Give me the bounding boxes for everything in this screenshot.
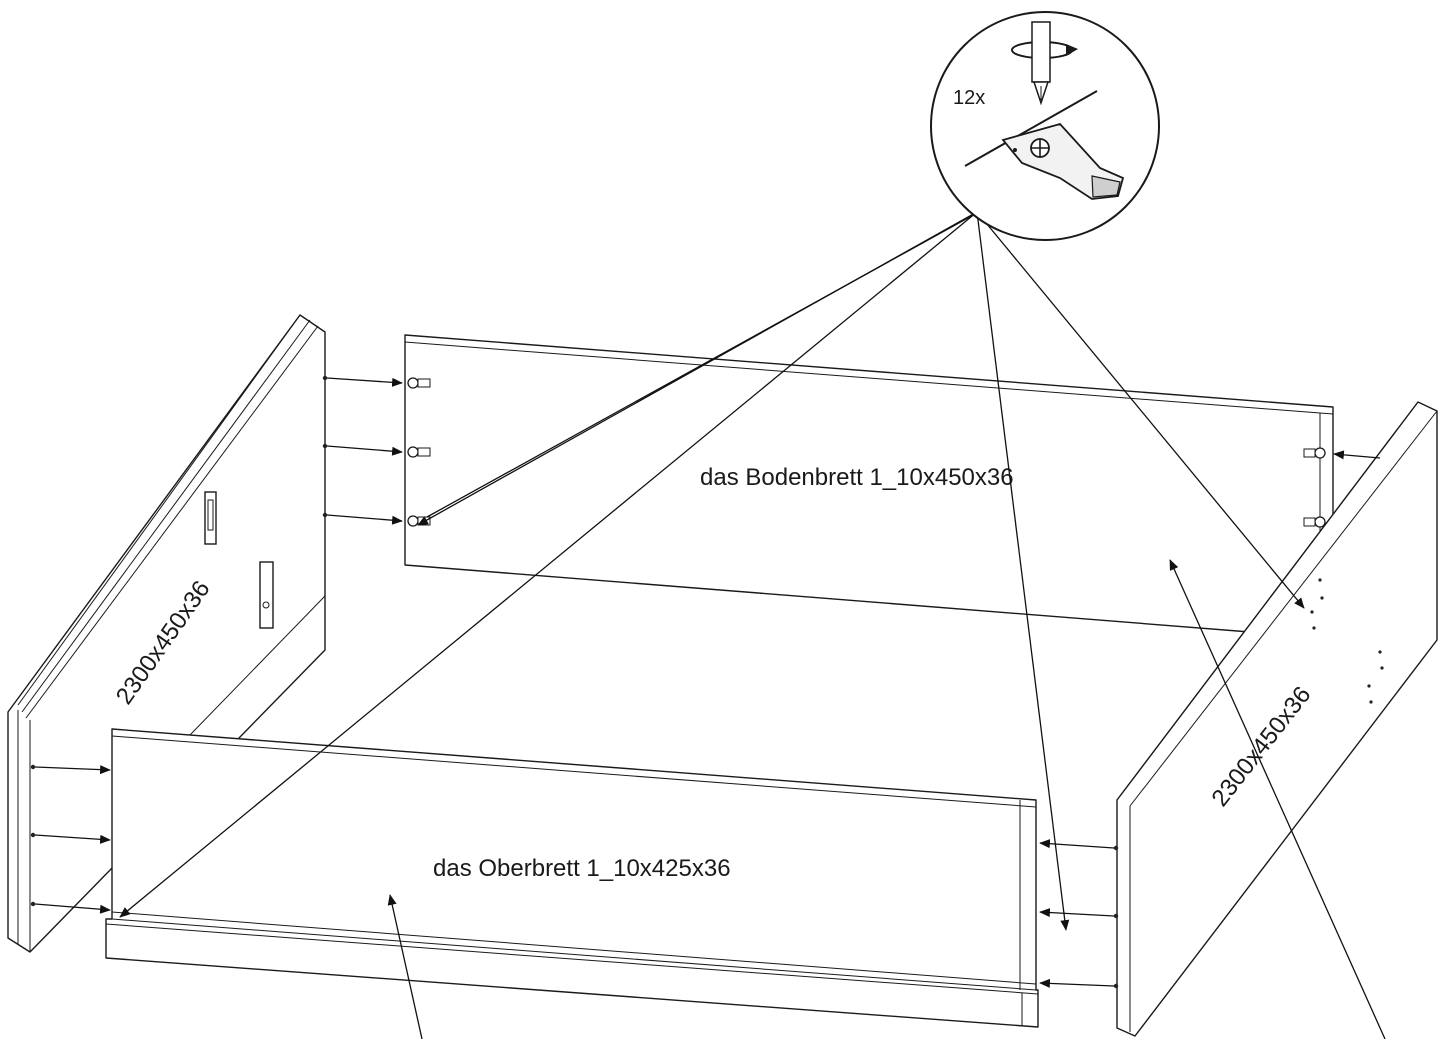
- dowel-arrows: [34, 377, 1381, 988]
- hinge-bracket-icon: [204, 491, 217, 545]
- screwdriver-icon: [1031, 21, 1051, 106]
- label-pointers: [387, 559, 1386, 1039]
- hinge-bracket-icon: [259, 561, 274, 629]
- screw-count-label: 12x: [953, 87, 985, 109]
- cam-lock-icon: [407, 377, 1326, 528]
- front-board: das Oberbrett 1_10x425x36: [105, 728, 1039, 1028]
- screw-detail-callout: 12x: [930, 11, 1160, 241]
- back-board: das Bodenbrett 1_10x450x36: [404, 334, 1334, 633]
- cam-lock-leaders: [119, 211, 1305, 931]
- cam-lock-detail-icon: [1001, 122, 1125, 200]
- floor-guide-line: [189, 595, 326, 736]
- front-board-label: das Oberbrett 1_10x425x36: [433, 855, 731, 882]
- back-board-label: das Bodenbrett 1_10x450x36: [700, 464, 1014, 491]
- right-side-panel: 2300x450x36: [1113, 401, 1438, 1037]
- left-side-panel: [7, 314, 328, 953]
